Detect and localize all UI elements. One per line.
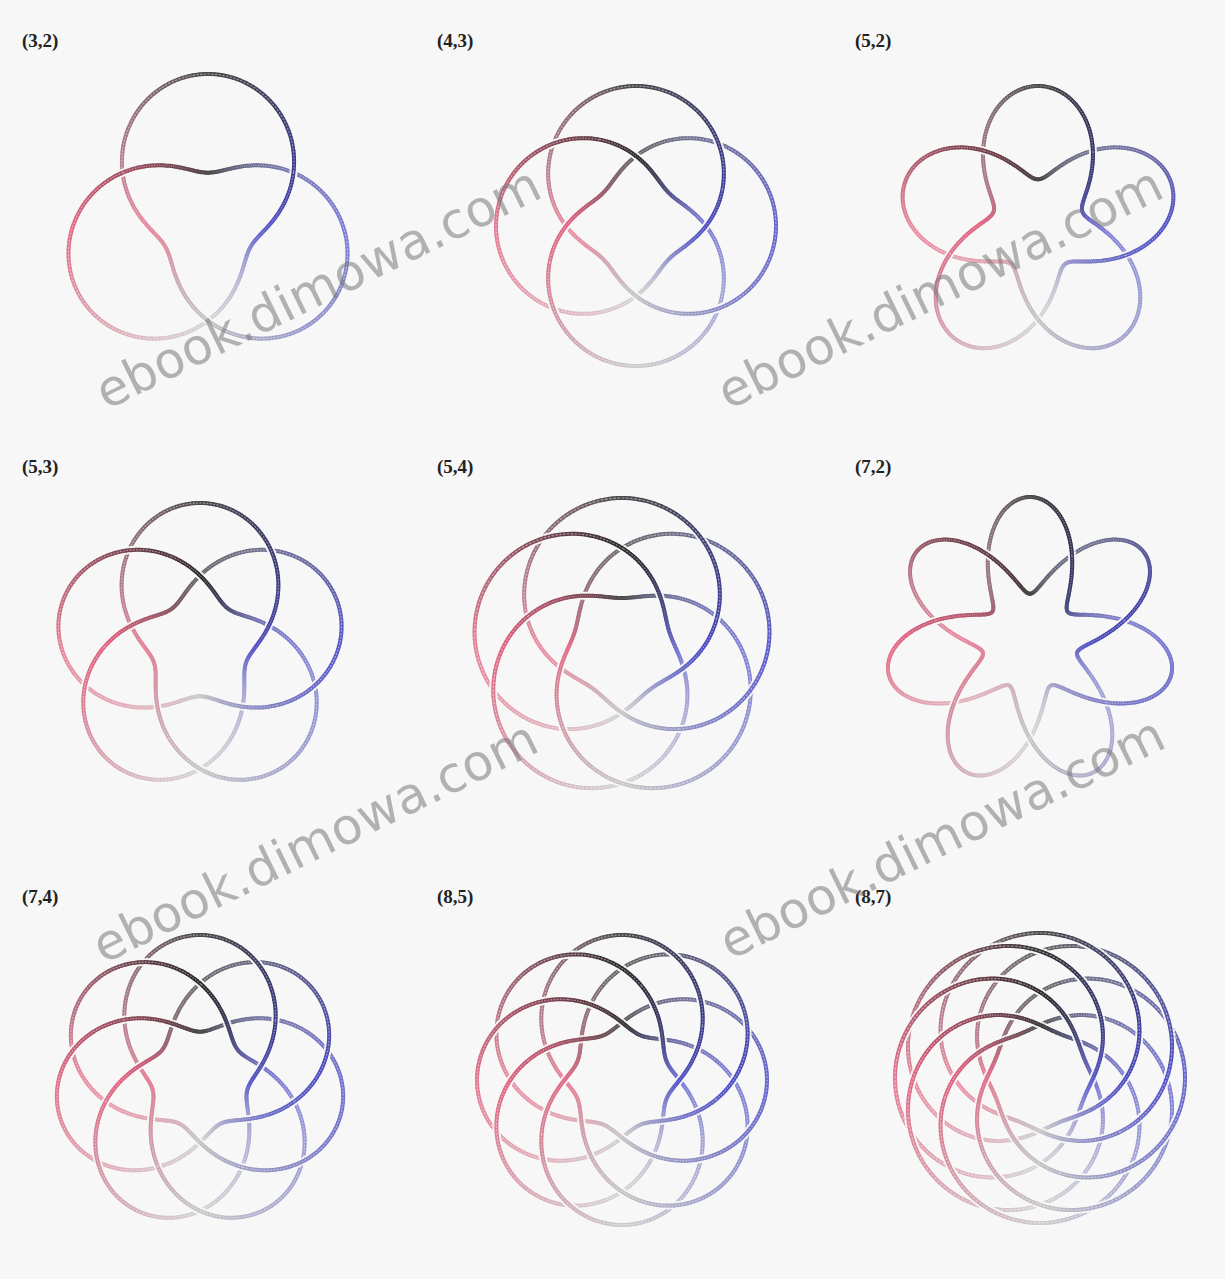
knot-segment — [122, 172, 125, 173]
